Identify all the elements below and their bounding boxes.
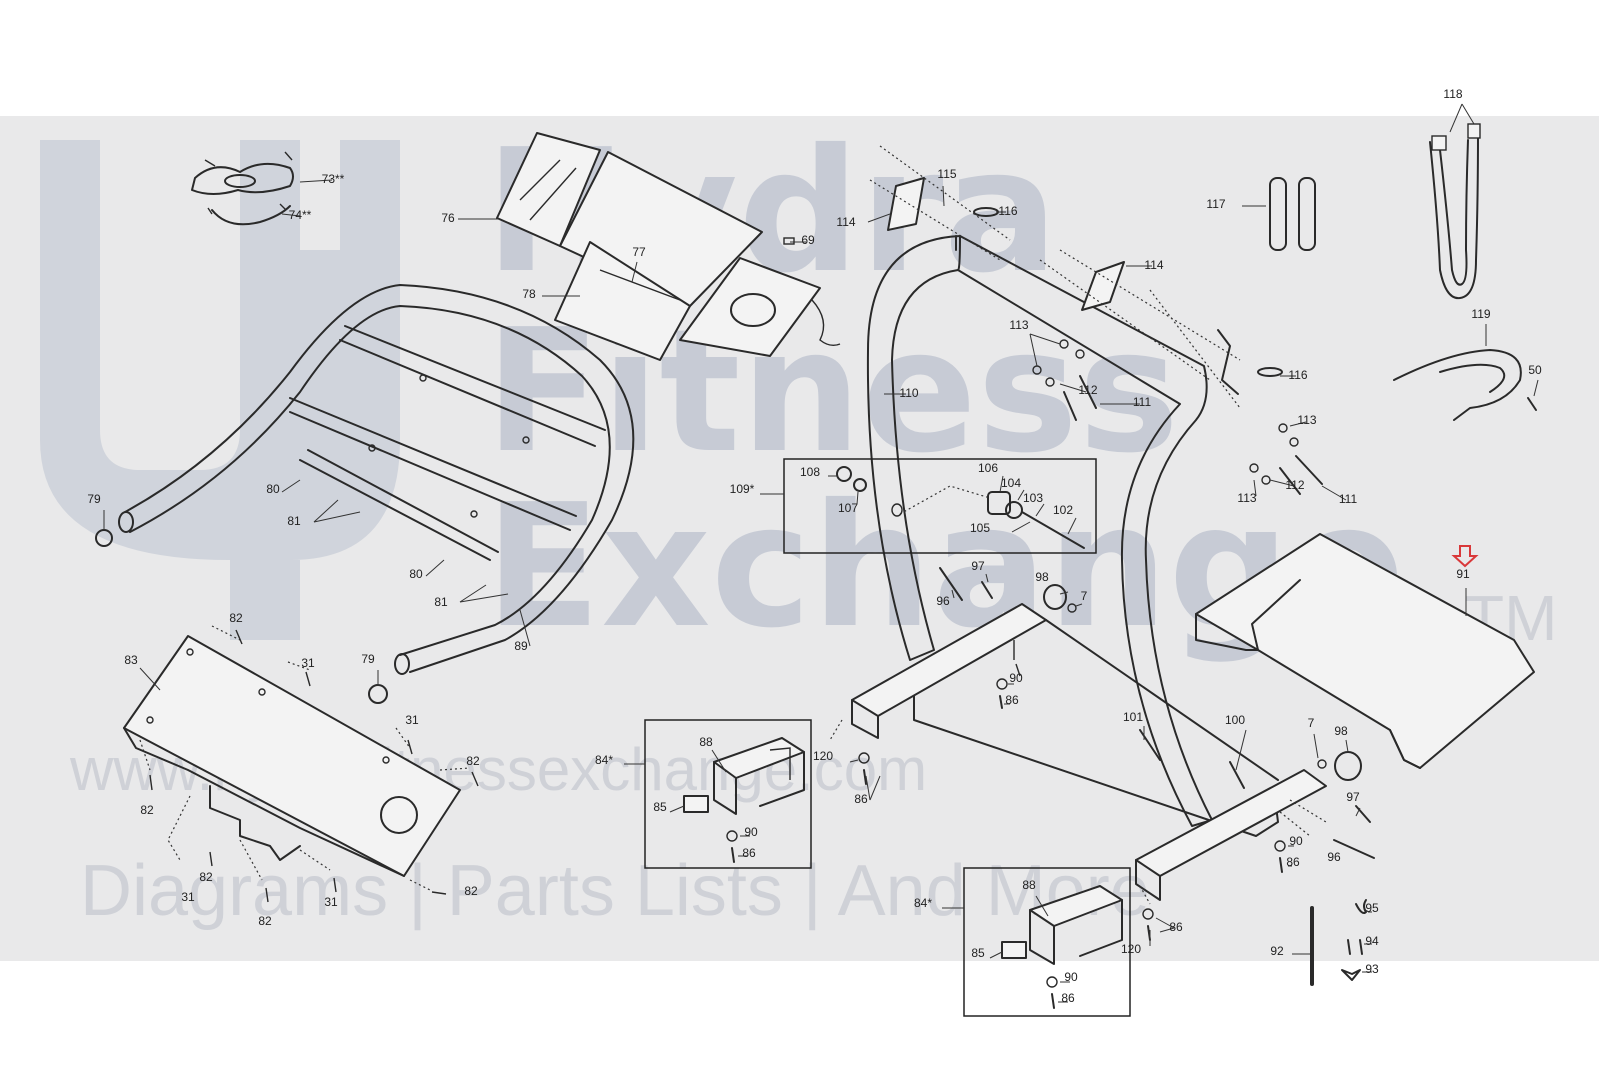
upright-frame-part-110 [866,145,1347,827]
part-callout-c-114a: 114 [836,215,855,229]
part-callout-c-86f: 86 [1169,920,1183,934]
part-callout-c-31b: 31 [405,713,419,727]
part-callout-c-103: 103 [1023,491,1043,505]
part-callout-c-111b: 111 [1339,492,1358,506]
part-callout-c-90a: 90 [1009,671,1023,685]
part-callout-c-112a: 112 [1078,383,1097,397]
part-callout-c-92: 92 [1270,944,1284,958]
part-callout-c-117: 117 [1206,197,1225,211]
strap-parts-73-74 [191,151,333,226]
part-callout-c-104: 104 [1001,476,1021,490]
part-callout-c-69: 69 [801,233,815,247]
part-callout-c-120b: 120 [1121,942,1141,956]
part-callout-c-85b: 85 [971,946,985,960]
part-callout-c-89: 89 [514,639,528,653]
part-callout-c-107: 107 [838,501,858,515]
part-callout-c-82e: 82 [258,914,272,928]
part-callout-c-100: 100 [1225,713,1245,727]
part-callout-c-105: 105 [970,521,990,535]
part-callout-c-82d: 82 [199,870,213,884]
part-callout-c-31a: 31 [301,656,315,670]
handrail-part-89 [95,284,635,704]
base-frame [829,567,1375,946]
part-callout-c-86e: 86 [1061,991,1075,1005]
part-callout-c-82b: 82 [466,754,480,768]
part-callout-labels: 73**74**76777869798081808189798382313182… [87,87,1542,1005]
part-callout-c-7a: 7 [1081,589,1088,603]
part-callout-c-95: 95 [1365,901,1379,915]
part-callout-c-86a: 86 [1005,693,1019,707]
part-callout-c-80b: 80 [409,567,423,581]
roller-parts-box-109 [760,458,1097,554]
red-arrow-marker-icon [1451,545,1479,568]
part-callout-c-113c: 113 [1237,491,1256,505]
part-callout-c-98a: 98 [1035,570,1049,584]
part-callout-c-116a: 116 [998,204,1017,218]
watermark-tagline: Diagrams | Parts Lists | And More [80,851,1150,931]
part-callout-c-88b: 88 [1022,878,1036,892]
part-callout-c-74: 74** [289,208,312,222]
part-callout-c-88a: 88 [699,735,713,749]
part-callout-c-82f: 82 [464,884,478,898]
part-callout-c-85a: 85 [653,800,667,814]
leveling-foot-box-84a [624,719,812,869]
part-callout-c-82a: 82 [229,611,243,625]
part-callout-c-86d: 86 [854,792,868,806]
part-callout-c-76: 76 [441,211,455,225]
part-callout-c-112b: 112 [1285,478,1304,492]
part-callout-c-81b: 81 [434,595,448,609]
part-callout-c-82c: 82 [140,803,154,817]
part-callout-c-109: 109* [730,482,755,496]
part-callout-c-111a: 111 [1133,395,1152,409]
part-callout-c-7b: 7 [1308,716,1315,730]
part-callout-c-115: 115 [937,167,956,181]
part-callout-c-113a: 113 [1009,318,1028,332]
part-callout-c-108: 108 [800,465,820,479]
part-callout-c-73: 73** [322,172,345,186]
part-callout-c-110: 110 [899,386,918,400]
part-callout-c-50: 50 [1528,363,1542,377]
part-callout-c-84b: 84* [914,896,932,910]
part-callout-c-83: 83 [124,653,138,667]
part-callout-c-31c: 31 [181,890,195,904]
part-callout-c-114b: 114 [1144,258,1163,272]
part-callout-c-97a: 97 [971,559,985,573]
part-callout-c-90c: 90 [744,825,758,839]
part-callout-c-106: 106 [978,461,998,475]
small-parts-92-95 [1292,899,1372,986]
part-callout-c-102: 102 [1053,503,1073,517]
part-callout-c-120a: 120 [813,749,833,763]
part-callout-c-116b: 116 [1288,368,1307,382]
part-callout-c-94: 94 [1365,934,1379,948]
part-callout-c-90d: 90 [1064,970,1078,984]
leveling-foot-box-84b [942,867,1131,1017]
part-callout-c-113b: 113 [1297,413,1316,427]
part-callout-c-86b: 86 [1286,855,1300,869]
part-callout-c-86c: 86 [742,846,756,860]
part-callout-c-78: 78 [522,287,536,301]
part-callout-c-91: 91 [1456,567,1470,581]
part-callout-c-90b: 90 [1289,834,1303,848]
part-callout-c-118: 118 [1443,87,1462,101]
part-callout-c-101: 101 [1123,710,1143,724]
parts-line-art [95,103,1539,1017]
part-callout-c-77: 77 [632,245,646,259]
part-callout-c-96b: 96 [1327,850,1341,864]
part-callout-c-31d: 31 [324,895,338,909]
part-callout-c-119: 119 [1471,307,1490,321]
motor-hood-part-83 [123,625,479,903]
part-callout-c-96a: 96 [936,594,950,608]
part-callout-c-97b: 97 [1346,790,1360,804]
part-callout-c-84a: 84* [595,753,613,767]
part-callout-c-93: 93 [1365,962,1379,976]
part-callout-c-98b: 98 [1334,724,1348,738]
console-parts-76-77-78 [458,132,841,361]
deck-part-91 [1195,533,1535,769]
part-callout-c-80a: 80 [266,482,280,496]
accessory-parts-117-118-119-50 [1242,103,1539,421]
part-callout-c-79b: 79 [361,652,375,666]
part-callout-c-81a: 81 [287,514,301,528]
part-callout-c-79a: 79 [87,492,101,506]
